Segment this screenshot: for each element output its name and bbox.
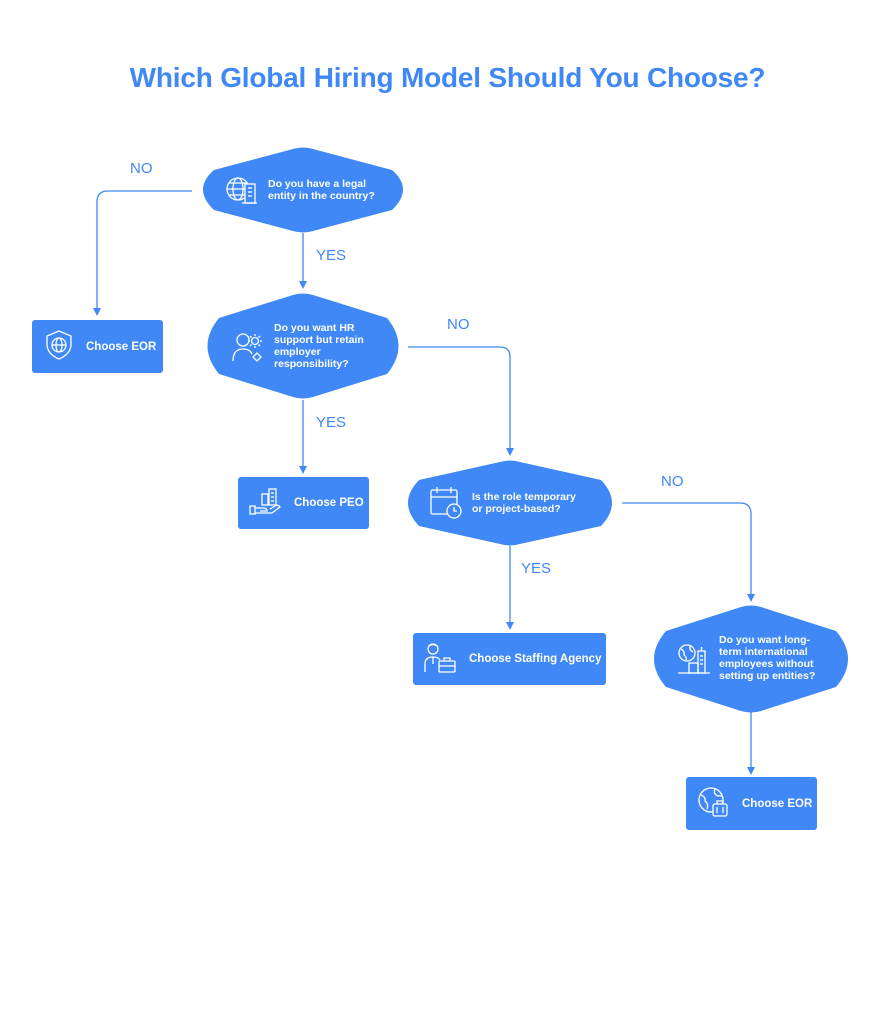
globe-building-icon [224, 174, 258, 211]
person-gear-icon [231, 331, 267, 370]
question-q1-line: entity in the country? [268, 190, 375, 202]
question-q2: Do you want HR support but retain employ… [274, 322, 364, 370]
answer-box-eor-2[interactable]: Choose EOR [686, 777, 817, 830]
answer-label: Choose PEO [294, 497, 364, 509]
calendar-clock-icon [429, 486, 465, 525]
diagram-title: Which Global Hiring Model Should You Cho… [129, 62, 766, 93]
question-q2-line: support but retain [274, 334, 364, 346]
question-q4-line: Do you want long- [719, 634, 810, 646]
edge-label-q2-yes: YES [316, 414, 347, 431]
globe-luggage-icon [696, 785, 730, 822]
edge-label-q3-yes: YES [521, 560, 552, 577]
question-q3-line: or project-based? [472, 503, 561, 515]
answer-label: Choose Staffing Agency [469, 653, 602, 665]
worker-briefcase-icon [423, 642, 457, 677]
question-q4-line: employees without [719, 658, 814, 670]
question-q2-line: Do you want HR [274, 322, 355, 334]
question-q3: Is the role temporary or project-based? [472, 491, 576, 515]
question-q2-line: employer [274, 346, 321, 358]
question-q3-line: Is the role temporary [472, 491, 576, 503]
question-q1-line: Do you have a legal [268, 178, 367, 190]
question-q4: Do you want long- term international emp… [719, 634, 815, 682]
globe-city-icon [676, 643, 712, 682]
edge-label-q3-no: NO [661, 473, 684, 490]
question-q1: Do you have a legal entity in the countr… [268, 178, 375, 202]
question-q4-line: setting up entities? [719, 670, 816, 682]
answer-box-eor-1[interactable]: Choose EOR [32, 320, 163, 373]
edge-label-q1-yes: YES [316, 247, 347, 264]
answer-box-staffing-agency[interactable]: Choose Staffing Agency [413, 633, 606, 685]
answer-label: Choose EOR [742, 797, 813, 810]
edge-q3-q4 [622, 502, 755, 602]
hand-buildings-icon [248, 487, 282, 520]
shield-globe-icon [44, 329, 74, 364]
edge-label-q2-no: NO [447, 316, 470, 333]
decision-diamond-q1 [203, 147, 403, 233]
answer-box-peo[interactable]: Choose PEO [238, 477, 369, 529]
question-q2-line: responsibility? [274, 358, 349, 370]
decision-diamond-q2 [207, 293, 399, 399]
question-q4-line: term international [719, 646, 808, 658]
decision-diamond-q3 [408, 460, 612, 546]
answer-label: Choose EOR [86, 340, 157, 353]
edge-q2-q3 [408, 346, 514, 456]
edge-q1-a1 [93, 190, 192, 316]
decision-diamond-q4 [654, 605, 848, 713]
edge-label-q1-no: NO [130, 160, 153, 177]
